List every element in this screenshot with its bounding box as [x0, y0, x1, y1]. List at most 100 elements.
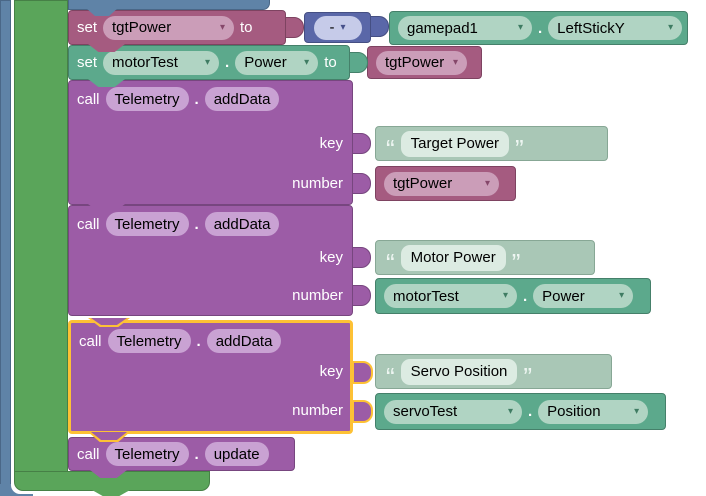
component-field-telemetry[interactable]: Telemetry	[105, 87, 189, 111]
value-socket-selected	[352, 400, 373, 423]
dot-separator: .	[523, 287, 528, 305]
method-field-adddata[interactable]: addData	[204, 212, 280, 236]
device-name: motorTest	[112, 54, 178, 71]
device-dropdown-motortest[interactable]: motorTest ▾	[384, 284, 517, 308]
property-name: Position	[547, 403, 601, 420]
dropdown-arrow-icon: ▾	[517, 22, 523, 33]
device-dropdown-motortest[interactable]: motorTest ▾	[103, 50, 220, 75]
method-field-adddata[interactable]: addData	[206, 329, 282, 353]
block-telemetry-update[interactable]: call Telemetry . update	[68, 437, 295, 471]
value-socket	[352, 285, 371, 306]
property-dropdown-power[interactable]: Power ▾	[235, 50, 319, 75]
device-name: gamepad1	[407, 19, 478, 37]
function-block-wall[interactable]	[0, 0, 11, 496]
call-keyword: call	[77, 215, 100, 233]
component-field-telemetry[interactable]: Telemetry	[107, 329, 191, 353]
component-name: Telemetry	[114, 445, 180, 463]
variable-name: tgtPower	[112, 19, 172, 36]
value-socket	[349, 52, 368, 73]
method-name: update	[213, 445, 260, 463]
variable-dropdown-tgtpower[interactable]: tgtPower ▾	[384, 171, 499, 196]
dot-separator: .	[225, 54, 230, 71]
property-name: Power	[244, 54, 287, 71]
value-socket-selected	[352, 361, 373, 384]
value-socket	[352, 173, 371, 194]
dropdown-arrow-icon: ▾	[340, 21, 346, 33]
stack-tab	[88, 44, 125, 52]
block-text-servo-position[interactable]: “ Servo Position ”	[375, 354, 612, 390]
component-name: Telemetry	[114, 215, 180, 233]
param-label-key: key	[319, 249, 343, 266]
component-field-telemetry[interactable]: Telemetry	[105, 442, 189, 466]
operator-dropdown[interactable]: - ▾	[313, 15, 362, 40]
call-keyword: call	[77, 445, 100, 463]
device-name: motorTest	[393, 287, 459, 305]
method-name: addData	[213, 90, 271, 108]
dot-separator: .	[194, 215, 199, 233]
variable-name: tgtPower	[385, 54, 445, 71]
to-keyword: to	[240, 19, 253, 36]
method-name: addData	[213, 215, 271, 233]
block-text-target-power[interactable]: “ Target Power ”	[375, 126, 608, 162]
value-socket	[285, 17, 304, 38]
dropdown-arrow-icon: ▾	[668, 22, 674, 33]
call-keyword: call	[79, 332, 102, 350]
dot-separator: .	[538, 19, 543, 37]
text-field-target-power[interactable]: Target Power	[400, 130, 510, 157]
device-name: servoTest	[393, 403, 458, 420]
stack-tab	[88, 79, 125, 87]
dot-separator: .	[194, 90, 199, 108]
dropdown-arrow-icon: ▾	[304, 56, 310, 68]
set-keyword: set	[77, 19, 98, 36]
variable-dropdown-tgtpower[interactable]: tgtPower ▾	[103, 15, 235, 40]
dropdown-arrow-icon: ▾	[452, 56, 458, 68]
property-dropdown-position[interactable]: Position ▾	[538, 399, 649, 424]
value-socket	[370, 16, 389, 37]
method-field-update[interactable]: update	[204, 442, 269, 466]
block-set-motor-power[interactable]: set motorTest ▾ . Power ▾ to	[68, 45, 350, 80]
dropdown-arrow-icon: ▾	[619, 290, 625, 301]
stack-tab	[88, 204, 125, 212]
property-dropdown-leftsticky[interactable]: LeftStickY ▾	[548, 16, 683, 40]
value-socket	[352, 133, 371, 154]
dropdown-arrow-icon: ▾	[507, 405, 513, 417]
block-variable-get-tgtpower[interactable]: tgtPower ▾	[367, 46, 482, 79]
param-label-number: number	[292, 287, 343, 304]
block-telemetry-adddata-target[interactable]: call Telemetry . addData	[68, 80, 353, 205]
param-label-key: key	[319, 363, 343, 380]
dropdown-arrow-icon: ▾	[204, 56, 211, 68]
component-name: Telemetry	[114, 90, 180, 108]
stack-tab	[90, 470, 127, 478]
block-telemetry-adddata-motor[interactable]: call Telemetry . addData	[68, 205, 353, 316]
operator-symbol: -	[329, 19, 335, 36]
block-gamepad-leftsticky[interactable]: gamepad1 ▾ . LeftStickY ▾	[389, 11, 688, 45]
property-dropdown-power[interactable]: Power ▾	[533, 284, 634, 308]
text-field-servo-position[interactable]: Servo Position	[400, 358, 518, 385]
text-field-motor-power[interactable]: Motor Power	[400, 244, 506, 271]
set-keyword: set	[77, 54, 98, 71]
component-field-telemetry[interactable]: Telemetry	[105, 212, 189, 236]
method-field-adddata[interactable]: addData	[204, 87, 280, 111]
dropdown-arrow-icon: ▾	[502, 290, 508, 301]
block-telemetry-adddata-servo-selected[interactable]: call Telemetry . addData	[68, 320, 353, 434]
method-name: addData	[215, 332, 273, 350]
device-dropdown-gamepad1[interactable]: gamepad1 ▾	[398, 16, 532, 40]
variable-name: tgtPower	[393, 175, 453, 192]
property-name: LeftStickY	[557, 19, 625, 37]
stack-tab	[86, 8, 118, 16]
stack-tab	[91, 432, 127, 440]
call-keyword: call	[77, 90, 100, 108]
stack-tab	[91, 318, 127, 325]
variable-dropdown-tgtpower[interactable]: tgtPower ▾	[376, 50, 467, 75]
param-label-key: key	[319, 135, 343, 152]
block-servotest-position-get[interactable]: servoTest ▾ . Position ▾	[375, 393, 666, 430]
previous-block-bottom-bar[interactable]	[68, 0, 270, 10]
block-negate[interactable]: - ▾	[304, 12, 371, 43]
dot-separator: .	[196, 332, 201, 350]
block-variable-get-tgtpower[interactable]: tgtPower ▾	[375, 166, 516, 201]
block-text-motor-power[interactable]: “ Motor Power ”	[375, 240, 595, 276]
loop-block-wall[interactable]	[14, 0, 68, 477]
dropdown-arrow-icon: ▾	[219, 21, 226, 33]
block-motortest-power-get[interactable]: motorTest ▾ . Power ▾	[375, 278, 651, 314]
device-dropdown-servotest[interactable]: servoTest ▾	[384, 399, 522, 424]
